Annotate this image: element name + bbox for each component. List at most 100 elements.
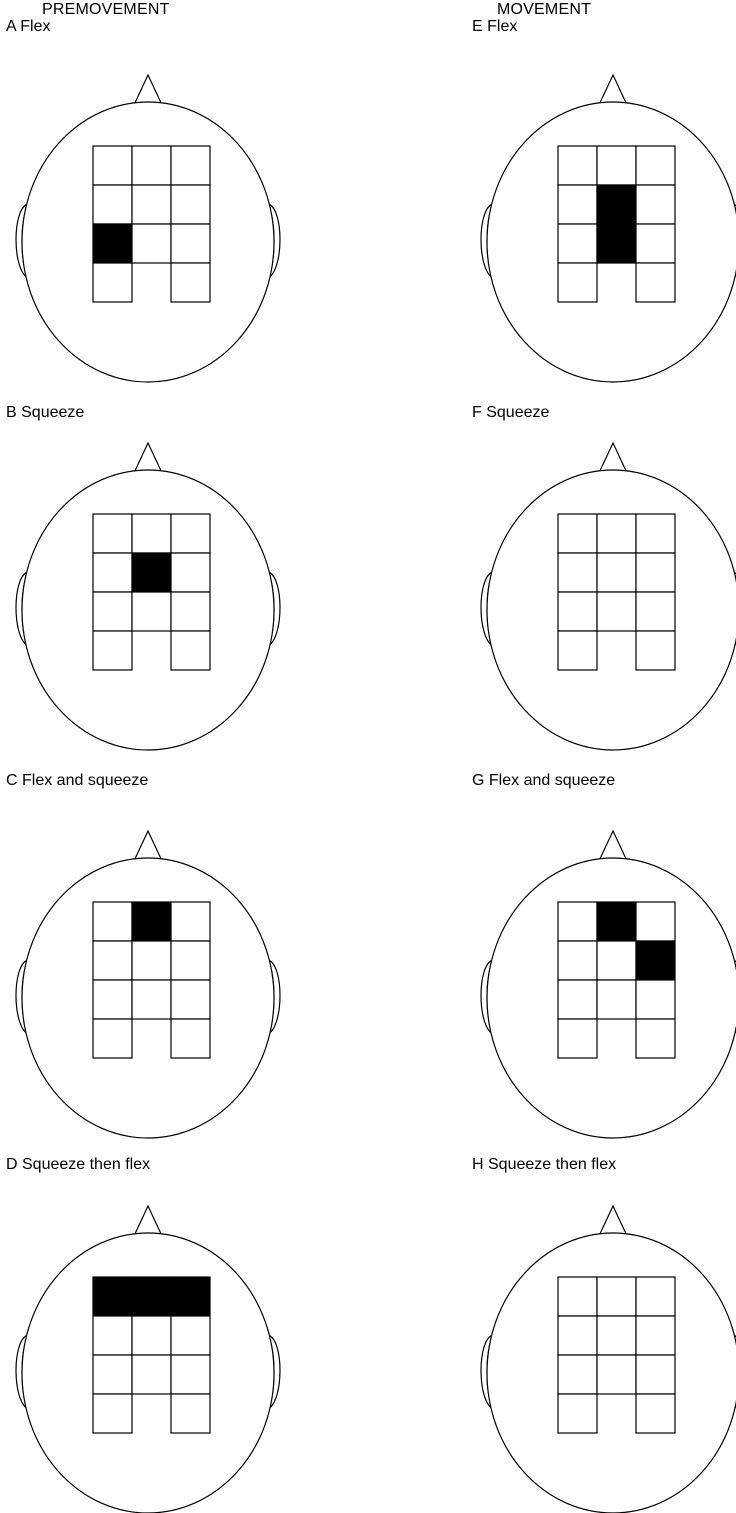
- electrode-cell-r3-c0: [93, 263, 132, 302]
- electrode-cell-r1-c2: [636, 185, 675, 224]
- electrode-cell-r1-c1: [597, 941, 636, 980]
- electrode-cell-r1-c1: [132, 185, 171, 224]
- electrode-cell-r2-c2: [636, 592, 675, 631]
- electrode-cell-r2-c2: [171, 592, 210, 631]
- electrode-cell-r0-c2: [636, 146, 675, 185]
- electrode-cell-r0-c0: [93, 902, 132, 941]
- electrode-cell-r0-c1: [597, 514, 636, 553]
- electrode-cell-r2-c1: [132, 592, 171, 631]
- head-diagram-g: [465, 820, 736, 1138]
- electrode-cell-r2-c0: [558, 980, 597, 1019]
- electrode-cell-r0-c2: [636, 1277, 675, 1316]
- electrode-cell-r1-c2: [636, 553, 675, 592]
- electrode-cell-r0-c1: [132, 146, 171, 185]
- electrode-cell-r1-c0: [558, 941, 597, 980]
- electrode-cell-r3-c2: [636, 1019, 675, 1058]
- panel-label-h: H Squeeze then flex: [472, 1156, 616, 1174]
- electrode-cell-r3-c2: [171, 1394, 210, 1433]
- electrode-cell-r0-c1-active: [597, 902, 636, 941]
- electrode-cell-r2-c1: [597, 592, 636, 631]
- movement-column-title: MOVEMENT: [497, 1, 591, 19]
- electrode-cell-r2-c0: [558, 592, 597, 631]
- electrode-cell-r3-c0: [558, 263, 597, 302]
- electrode-cell-r0-c2: [636, 902, 675, 941]
- electrode-cell-r0-c1: [597, 1277, 636, 1316]
- panel-label-e: E Flex: [472, 18, 517, 36]
- panel-label-b: B Squeeze: [6, 404, 84, 422]
- head-diagram-h: [465, 1195, 736, 1513]
- electrode-cell-r3-c0: [558, 1019, 597, 1058]
- head-diagram-f: [465, 432, 736, 750]
- electrode-cell-r1-c2: [171, 185, 210, 224]
- panel-label-f: F Squeeze: [472, 404, 549, 422]
- electrode-cell-r1-c0: [558, 553, 597, 592]
- electrode-cell-r0-c0: [93, 146, 132, 185]
- electrode-cell-r0-c2-active: [171, 1277, 210, 1316]
- electrode-cell-r1-c1: [597, 1316, 636, 1355]
- electrode-cell-r1-c2-active: [636, 941, 675, 980]
- electrode-cell-r1-c2: [171, 941, 210, 980]
- electrode-cell-r1-c0: [93, 941, 132, 980]
- electrode-cell-r1-c1: [132, 941, 171, 980]
- electrode-cell-r3-c2: [171, 263, 210, 302]
- electrode-cell-r3-c0: [93, 631, 132, 670]
- electrode-cell-r1-c1: [597, 553, 636, 592]
- electrode-cell-r2-c2: [171, 1355, 210, 1394]
- electrode-cell-r2-c1: [132, 224, 171, 263]
- electrode-cell-r0-c1-active: [132, 902, 171, 941]
- electrode-cell-r3-c2: [171, 1019, 210, 1058]
- electrode-cell-r0-c0: [558, 1277, 597, 1316]
- head-diagram-a: [0, 64, 300, 382]
- electrode-cell-r2-c0: [93, 592, 132, 631]
- electrode-cell-r0-c2: [171, 514, 210, 553]
- electrode-cell-r0-c1: [132, 514, 171, 553]
- electrode-cell-r2-c2: [636, 1355, 675, 1394]
- electrode-cell-r3-c2: [636, 1394, 675, 1433]
- electrode-cell-r2-c0: [93, 980, 132, 1019]
- electrode-cell-r2-c0-active: [93, 224, 132, 263]
- electrode-cell-r1-c2: [171, 553, 210, 592]
- head-diagram-e: [465, 64, 736, 382]
- electrode-cell-r2-c0: [558, 1355, 597, 1394]
- electrode-cell-r2-c0: [93, 1355, 132, 1394]
- electrode-cell-r2-c2: [636, 980, 675, 1019]
- electrode-cell-r1-c1: [132, 1316, 171, 1355]
- electrode-cell-r0-c2: [171, 902, 210, 941]
- premovement-column-title: PREMOVEMENT: [42, 1, 170, 19]
- electrode-cell-r1-c1-active: [597, 185, 636, 224]
- electrode-cell-r1-c2: [171, 1316, 210, 1355]
- panel-label-d: D Squeeze then flex: [6, 1156, 150, 1174]
- electrode-cell-r1-c0: [93, 553, 132, 592]
- panel-label-a: A Flex: [6, 18, 50, 36]
- electrode-cell-r2-c1: [132, 980, 171, 1019]
- head-diagram-d: [0, 1195, 300, 1513]
- electrode-cell-r0-c0: [558, 902, 597, 941]
- electrode-cell-r0-c2: [636, 514, 675, 553]
- electrode-cell-r1-c0: [558, 185, 597, 224]
- electrode-cell-r2-c0: [558, 224, 597, 263]
- electrode-cell-r0-c0-active: [93, 1277, 132, 1316]
- electrode-cell-r2-c2: [171, 980, 210, 1019]
- electrode-cell-r2-c1: [597, 980, 636, 1019]
- electrode-cell-r0-c2: [171, 146, 210, 185]
- electrode-cell-r3-c0: [558, 631, 597, 670]
- electrode-cell-r3-c0: [93, 1394, 132, 1433]
- panel-label-g: G Flex and squeeze: [472, 772, 615, 790]
- electrode-cell-r2-c2: [636, 224, 675, 263]
- electrode-cell-r1-c0: [93, 185, 132, 224]
- electrode-cell-r2-c1: [132, 1355, 171, 1394]
- electrode-cell-r3-c2: [636, 631, 675, 670]
- electrode-cell-r0-c1: [597, 146, 636, 185]
- electrode-cell-r2-c2: [171, 224, 210, 263]
- panel-label-c: C Flex and squeeze: [6, 772, 148, 790]
- electrode-cell-r3-c0: [558, 1394, 597, 1433]
- electrode-cell-r3-c2: [636, 263, 675, 302]
- electrode-cell-r3-c2: [171, 631, 210, 670]
- head-diagram-c: [0, 820, 300, 1138]
- electrode-cell-r1-c0: [558, 1316, 597, 1355]
- electrode-cell-r1-c2: [636, 1316, 675, 1355]
- head-diagram-b: [0, 432, 300, 750]
- electrode-cell-r2-c1: [597, 1355, 636, 1394]
- electrode-cell-r0-c0: [558, 146, 597, 185]
- electrode-cell-r0-c0: [93, 514, 132, 553]
